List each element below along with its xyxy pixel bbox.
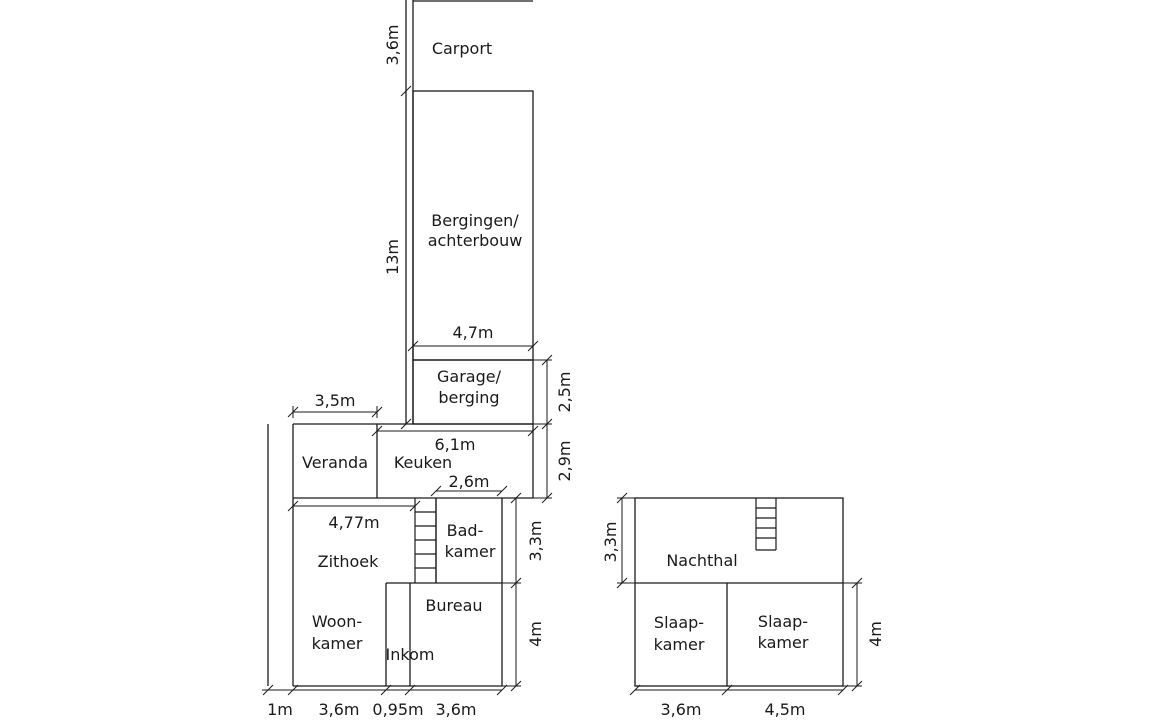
label-bureau: Bureau: [425, 596, 482, 615]
label-badkamer-line1: Bad-: [447, 521, 484, 540]
upper-floor-walls: [634, 497, 844, 687]
label-slaapkamer1-line1: Slaap-: [654, 613, 704, 632]
label-woonkamer-line2: kamer: [312, 634, 363, 653]
label-garage-line1: Garage/: [437, 367, 502, 386]
stairs-upper-floor: [755, 498, 777, 551]
dim-upper-room-depth: 4m: [866, 621, 885, 647]
dim-garage-depth: 2,5m: [555, 371, 574, 412]
label-slaapkamer1-line2: kamer: [654, 635, 705, 654]
label-zithoek: Zithoek: [318, 552, 379, 571]
dim-bath-width: 2,6m: [448, 472, 489, 491]
stairs-ground-floor: [414, 498, 437, 583]
dim-bottom-1: 1m: [267, 700, 293, 719]
label-keuken: Keuken: [394, 453, 452, 472]
dim-upper-bottom-2: 4,5m: [764, 700, 805, 719]
dim-annex-width: 4,7m: [452, 323, 493, 342]
label-badkamer-line2: kamer: [445, 542, 496, 561]
label-garage-line2: berging: [438, 388, 499, 407]
dim-living-width: 4,77m: [328, 513, 379, 532]
ground-floor-walls: [267, 0, 534, 687]
dim-bottom-3: 0,95m: [372, 700, 423, 719]
label-slaapkamer2-line2: kamer: [758, 633, 809, 652]
dim-veranda-width: 3,5m: [314, 391, 355, 410]
label-woonkamer-line1: Woon-: [312, 612, 362, 631]
dimension-labels: 3,6m 13m 4,7m 2,5m 3,5m 6,1m 2,9m 2,6m 4…: [267, 24, 885, 719]
label-bergingen-line1: Bergingen/: [431, 211, 519, 230]
label-bergingen-line2: achterbouw: [428, 231, 523, 250]
label-veranda: Veranda: [302, 453, 368, 472]
label-inkom: Inkom: [386, 645, 435, 664]
label-nachthal: Nachthal: [666, 551, 737, 570]
dim-kitchen-depth: 2,9m: [555, 440, 574, 481]
dim-upper-bottom-1: 3,6m: [660, 700, 701, 719]
label-carport: Carport: [432, 39, 492, 58]
label-slaapkamer2-line1: Slaap-: [758, 612, 808, 631]
dim-bottom-4: 3,6m: [435, 700, 476, 719]
dimension-lines: [262, 85, 863, 696]
dim-carport-depth: 3,6m: [383, 24, 402, 65]
dim-upper-hall-depth: 3,3m: [601, 521, 620, 562]
dim-bath-depth: 3,3m: [526, 520, 545, 561]
dim-annex-depth: 13m: [383, 239, 402, 275]
dim-front-depth: 4m: [526, 621, 545, 647]
dim-kitchen-width: 6,1m: [434, 435, 475, 454]
dim-bottom-2: 3,6m: [318, 700, 359, 719]
upper-outline: [634, 497, 844, 687]
room-labels: Carport Bergingen/ achterbouw Garage/ be…: [302, 39, 809, 664]
